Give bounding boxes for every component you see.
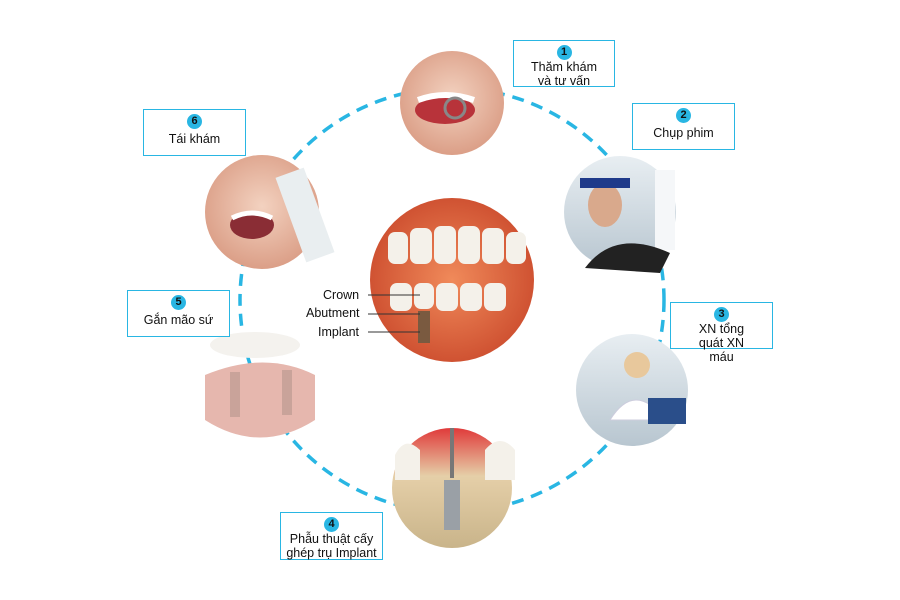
- step-number-badge: 6: [187, 114, 202, 129]
- step-label: XN tổng quát XN máu: [698, 322, 745, 364]
- step-number-badge: 5: [171, 295, 186, 310]
- abutment-label: Abutment: [306, 306, 360, 320]
- step4-photo-surgery: [392, 428, 515, 548]
- step1-photo-exam: [400, 51, 504, 155]
- step2-photo-xray: [564, 156, 676, 273]
- step3-photo-doctor: [576, 334, 688, 446]
- step-label: Gắn mão sứ: [143, 313, 214, 327]
- step-label: Tái khám: [168, 132, 221, 146]
- step-label: Thăm khám và tư vấn: [531, 60, 597, 88]
- center-implant-illustration: [368, 198, 534, 362]
- step-number-badge: 1: [556, 45, 572, 60]
- crown-label: Crown: [323, 288, 360, 302]
- step-number-badge: 2: [676, 108, 691, 123]
- step6-photo-checkup: [205, 155, 335, 269]
- implant-label: Implant: [318, 325, 359, 339]
- step-label: Phẫu thuật cấy ghép trụ Implant: [286, 532, 377, 560]
- step-number-badge: 4: [324, 517, 339, 532]
- process-cycle-dashed-ring: [238, 86, 666, 514]
- step-label: Chụp phim: [653, 126, 714, 140]
- step-number-badge: 3: [714, 307, 729, 322]
- step5-photo-crown-bridge: [205, 332, 315, 438]
